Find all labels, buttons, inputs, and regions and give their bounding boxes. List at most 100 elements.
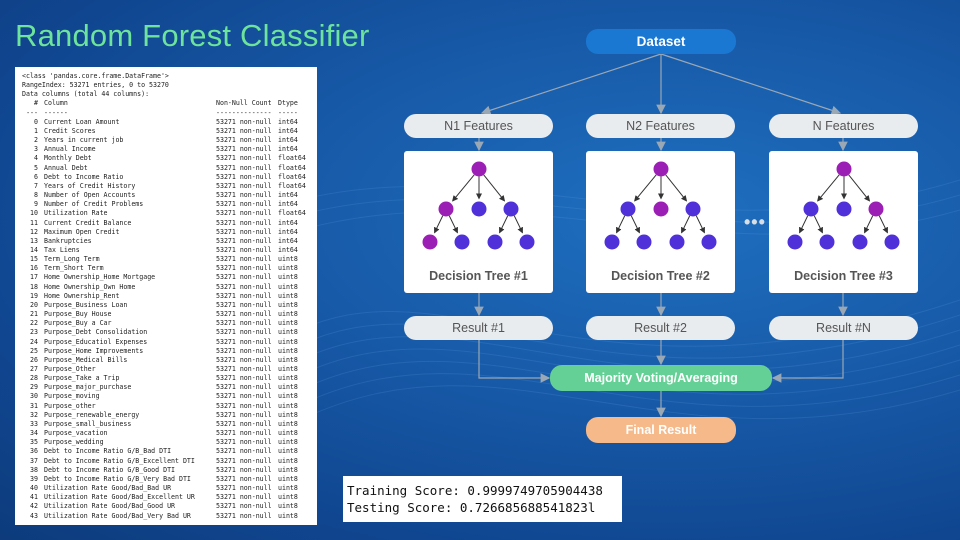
row-index: 11	[30, 218, 38, 227]
score-output-box: Training Score: 0.9999749705904438 Testi…	[343, 476, 622, 522]
tree-edge	[634, 174, 657, 202]
row-non-null: 53271 non-null	[216, 172, 272, 181]
row-column-name: Purpose_Business Loan	[44, 300, 128, 309]
row-dtype: float64	[278, 163, 306, 172]
tree-edge	[630, 215, 640, 234]
row-index: 40	[30, 484, 38, 493]
decision-tree-graphic-2	[604, 161, 717, 250]
row-non-null: 53271 non-null	[216, 484, 272, 493]
row-dtype: uint8	[278, 502, 298, 511]
tree-node	[669, 234, 685, 250]
separator-non-null: --------------	[216, 108, 272, 117]
row-dtype: int64	[278, 227, 298, 236]
row-index: 37	[30, 456, 38, 465]
row-non-null: 53271 non-null	[216, 493, 272, 502]
decision-tree-card-2: Decision Tree #2	[586, 151, 735, 293]
separator-idx: ---	[26, 108, 38, 117]
slide-title: Random Forest Classifier	[15, 18, 370, 53]
separator-dtype: -----	[278, 108, 298, 117]
tree-edge	[848, 174, 871, 202]
row-non-null: 53271 non-null	[216, 328, 272, 337]
row-column-name: Annual Debt	[44, 163, 88, 172]
row-dtype: uint8	[278, 465, 298, 474]
decision-tree-graphic-1	[422, 161, 535, 250]
row-index: 3	[34, 145, 38, 154]
row-non-null: 53271 non-null	[216, 227, 272, 236]
header-column: Column	[44, 99, 68, 108]
row-column-name: Purpose_small_business	[44, 419, 132, 428]
row-column-name: Utilization Rate Good/Bad_Bad UR	[44, 484, 172, 493]
row-dtype: uint8	[278, 419, 298, 428]
row-column-name: Home Ownership_Home Mortgage	[44, 273, 156, 282]
tree-edge	[665, 174, 688, 202]
header-idx: #	[34, 99, 38, 108]
row-index: 10	[30, 209, 38, 218]
row-dtype: uint8	[278, 511, 298, 520]
row-column-name: Purpose_Debt Consolidation	[44, 328, 148, 337]
row-dtype: uint8	[278, 374, 298, 383]
row-non-null: 53271 non-null	[216, 410, 272, 419]
dataframe-separator: --- ------ -------------- -----	[22, 109, 312, 118]
row-non-null: 53271 non-null	[216, 163, 272, 172]
row-index: 26	[30, 355, 38, 364]
row-non-null: 53271 non-null	[216, 429, 272, 438]
dataframe-column-header: # Column Non-Null Count Dtype	[22, 99, 312, 108]
row-non-null: 53271 non-null	[216, 136, 272, 145]
row-dtype: uint8	[278, 310, 298, 319]
row-column-name: Utilization Rate Good/Bad_Very Bad UR	[44, 511, 191, 520]
decision-tree-graphic-3	[787, 161, 900, 250]
tree-node	[852, 234, 868, 250]
decision-tree-card-3: Decision Tree #3	[769, 151, 918, 293]
separator-column: ------	[44, 108, 68, 117]
tree-edge	[452, 174, 475, 202]
tree-node	[471, 161, 487, 177]
row-index: 20	[30, 300, 38, 309]
row-non-null: 53271 non-null	[216, 337, 272, 346]
row-dtype: float64	[278, 154, 306, 163]
row-column-name: Purpose_Take a Trip	[44, 374, 120, 383]
tree-node	[454, 234, 470, 250]
row-index: 17	[30, 273, 38, 282]
row-column-name: Purpose_wedding	[44, 438, 104, 447]
row-column-name: Purpose_moving	[44, 392, 100, 401]
row-index: 2	[34, 136, 38, 145]
tree-node	[487, 234, 503, 250]
row-non-null: 53271 non-null	[216, 474, 272, 483]
row-column-name: Home Ownership_Own Home	[44, 282, 136, 291]
tree-node	[422, 234, 438, 250]
row-index: 27	[30, 365, 38, 373]
row-column-name: Purpose_Other	[44, 365, 96, 373]
dataframe-header-line: RangeIndex: 53271 entries, 0 to 53270	[22, 81, 169, 90]
row-column-name: Annual Income	[44, 145, 96, 154]
row-index: 12	[30, 227, 38, 236]
tree-node	[519, 234, 535, 250]
row-dtype: float64	[278, 172, 306, 181]
tree-edge	[448, 215, 458, 234]
row-non-null: 53271 non-null	[216, 438, 272, 447]
row-index: 13	[30, 236, 38, 245]
row-non-null: 53271 non-null	[216, 218, 272, 227]
dataframe-info-panel: <class 'pandas.core.frame.DataFrame'>Ran…	[15, 67, 317, 525]
row-column-name: Years of Credit History	[44, 181, 136, 190]
row-non-null: 53271 non-null	[216, 355, 272, 364]
row-dtype: uint8	[278, 456, 298, 465]
row-index: 8	[34, 191, 38, 200]
row-index: 32	[30, 410, 38, 419]
